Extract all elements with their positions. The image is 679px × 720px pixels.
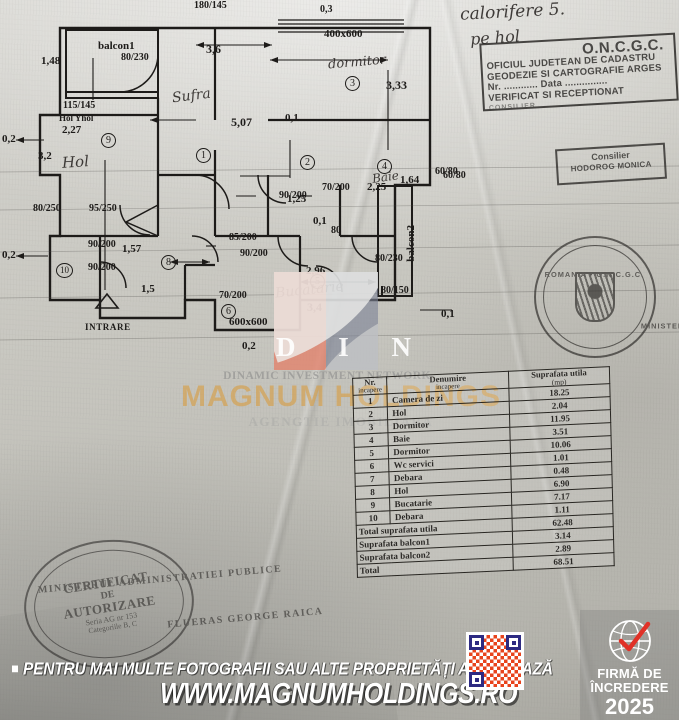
qr-finder-bottom-left bbox=[469, 672, 484, 687]
qr-finder-top-right bbox=[506, 635, 521, 650]
qr-code[interactable] bbox=[466, 632, 524, 690]
qr-finder-top-left bbox=[469, 635, 484, 650]
qr-code-cells bbox=[469, 635, 521, 687]
